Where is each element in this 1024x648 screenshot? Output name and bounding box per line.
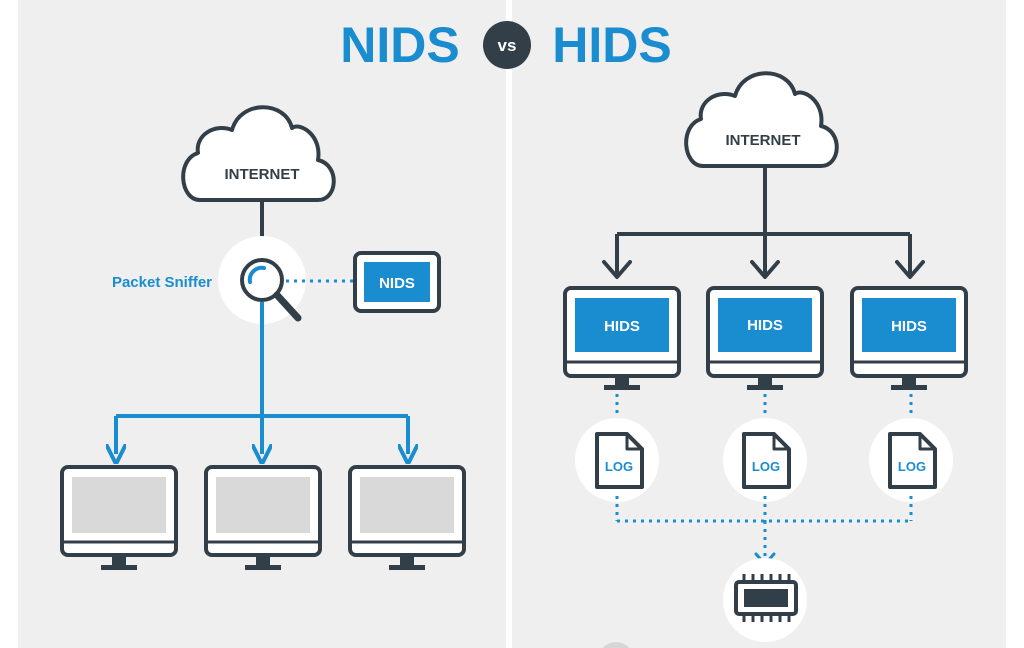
- hids-host-1-label: HIDS: [604, 318, 640, 335]
- nids-internet-label: INTERNET: [225, 166, 300, 183]
- nids-sensor-box: [353, 251, 441, 313]
- hids-host-2-label: HIDS: [747, 317, 783, 334]
- title-hids: HIDS: [552, 17, 671, 73]
- hids-host-monitor-3-icon: [850, 286, 968, 390]
- nids-host-monitor-3-icon: [348, 465, 466, 570]
- processor-chip-icon: [734, 574, 798, 622]
- hids-internet-cloud-icon: [684, 71, 839, 168]
- title-nids: NIDS: [340, 17, 459, 73]
- nids-sensor-label: NIDS: [379, 275, 415, 292]
- log-1-label: LOG: [605, 459, 633, 474]
- log-file-3-icon: [888, 432, 937, 489]
- nids-internet-cloud-icon: [181, 105, 336, 202]
- nids-distribution-lines: [116, 302, 408, 454]
- nids-host-monitor-2-icon: [204, 465, 322, 570]
- hids-distribution-lines: [602, 166, 925, 279]
- bottom-cut-icon: [602, 642, 630, 648]
- hids-host-monitor-1-icon: [563, 286, 681, 390]
- log-3-label: LOG: [898, 459, 926, 474]
- hids-host-3-label: HIDS: [891, 318, 927, 335]
- log-file-1-icon: [595, 432, 644, 489]
- magnifier-icon: [240, 258, 302, 322]
- hids-internet-label: INTERNET: [726, 132, 801, 149]
- hids-host-monitor-2-icon: [706, 286, 824, 390]
- nids-host-monitor-1-icon: [60, 465, 178, 570]
- title-vs: vs: [498, 36, 517, 55]
- log-2-label: LOG: [752, 459, 780, 474]
- vs-badge: [483, 21, 531, 69]
- log-file-2-icon: [742, 432, 791, 489]
- packet-sniffer-label: Packet Sniffer: [112, 274, 212, 291]
